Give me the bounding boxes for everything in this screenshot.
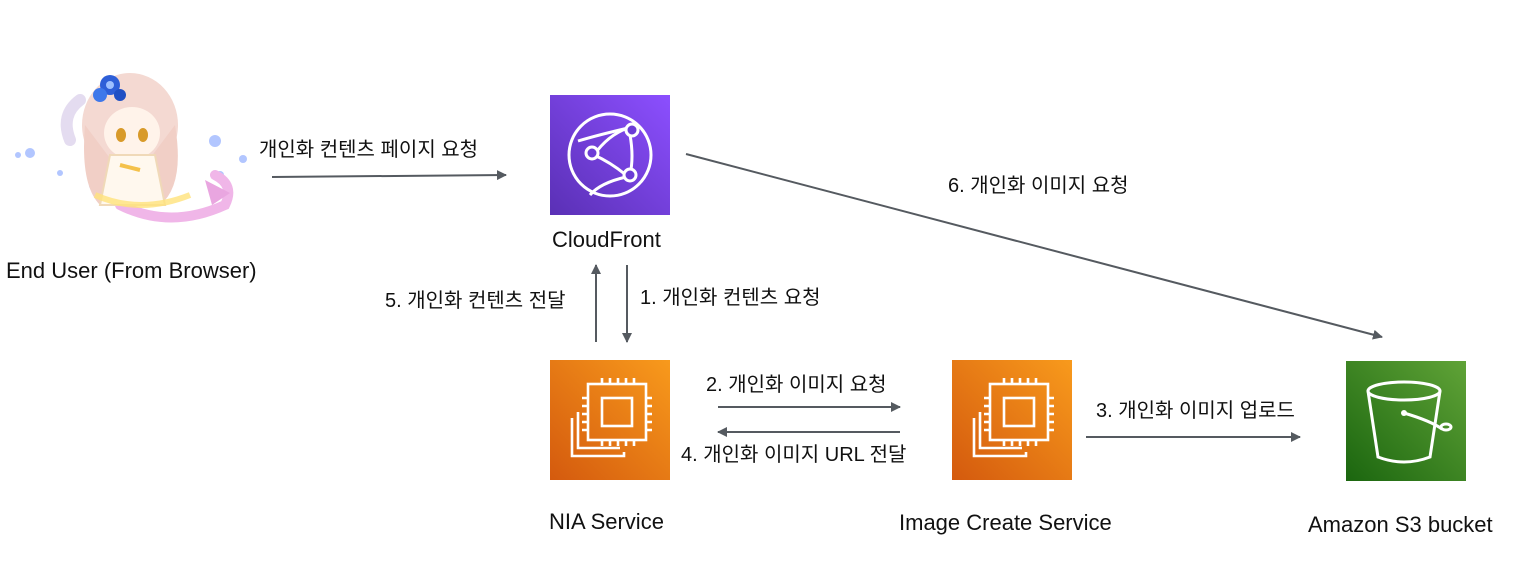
- ec2-chip-icon: [570, 378, 652, 458]
- edge-label-cloudfront-to-s3: 6. 개인화 이미지 요청: [948, 175, 1129, 197]
- arrow-cloudfront-to-s3: [685, 153, 1383, 340]
- ec2-chip-icon: [972, 378, 1054, 458]
- nia-service-label: NIA Service: [549, 509, 664, 534]
- image-create-service-tile[interactable]: [952, 360, 1072, 480]
- edge-label-image-to-nia: 4. 개인화 이미지 URL 전달: [681, 444, 907, 466]
- arrow-user-to-cloudfront: [271, 170, 507, 181]
- edge-label-cloudfront-to-nia: 1. 개인화 컨텐츠 요청: [640, 287, 821, 309]
- s3-bucket-label: Amazon S3 bucket: [1308, 512, 1493, 537]
- cloudfront-tile[interactable]: [550, 95, 670, 215]
- edge-label-user-to-cloudfront: 개인화 컨텐츠 페이지 요청: [259, 139, 479, 161]
- s3-bucket-icon: [1366, 380, 1453, 464]
- s3-bucket-tile[interactable]: [1346, 361, 1466, 481]
- end-user-avatar-icon: [15, 73, 247, 223]
- edge-label-nia-to-cloudfront: 5. 개인화 컨텐츠 전달: [385, 290, 566, 312]
- end-user-label: End User (From Browser): [6, 258, 257, 283]
- edge-label-nia-to-image: 2. 개인화 이미지 요청: [706, 374, 887, 396]
- edge-label-image-to-s3: 3. 개인화 이미지 업로드: [1096, 400, 1295, 422]
- image-create-service-label: Image Create Service: [899, 510, 1112, 535]
- cloudfront-label: CloudFront: [552, 227, 661, 252]
- nia-service-tile[interactable]: [550, 360, 670, 480]
